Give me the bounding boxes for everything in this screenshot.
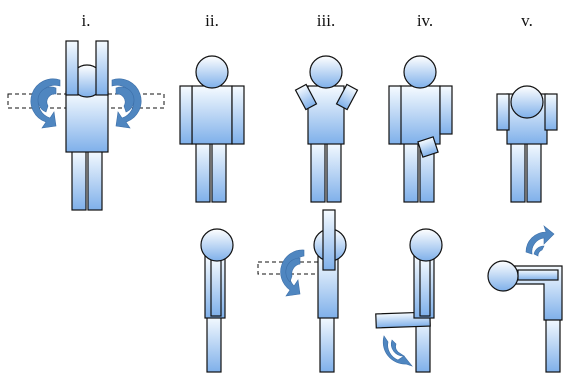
figure-i-arms-raised-rotation [7,40,165,211]
figure-iii-front-shoulders [294,55,359,203]
torso [65,91,109,153]
label-ii: ii. [205,11,219,30]
figure-v-front-head-down [496,85,558,203]
head [510,85,544,119]
figure-v-side-bent-forward [487,225,563,373]
arm-left [294,83,318,111]
head [309,55,343,89]
left-leg [326,141,342,203]
right-leg [71,149,87,211]
right-leg [403,141,419,203]
label-iii: iii. [317,11,335,30]
label-i: i. [82,11,91,30]
arm-right [231,85,245,145]
rotation-arrow-icon [111,78,142,129]
arm [419,257,431,317]
torso [399,85,441,145]
head [195,55,229,89]
leg [545,317,561,373]
figure-iv-front-arm-forward [388,55,453,203]
arm-right [544,93,558,131]
figure-iv-side-leg-raised [375,228,443,373]
arm [210,257,222,317]
arm-right [439,85,453,135]
head [409,228,443,262]
figure-iii-side-arm-raised [257,209,347,373]
head [487,260,519,292]
torso [307,85,345,145]
rotation-arrow-icon [382,335,413,367]
left-leg [526,141,542,203]
arm-right [335,83,359,111]
head [200,228,234,262]
arm [517,269,559,281]
raised-arm-left [65,40,79,96]
leg [206,315,222,373]
figure-ii-side-standing [200,228,234,373]
arm-left [179,85,193,145]
leg [319,315,335,373]
head [403,55,437,89]
forearm-forward [417,136,439,158]
rotation-arrow-icon [280,249,305,297]
right-leg [310,141,326,203]
raised-arm [322,209,336,271]
raised-arm-right [95,40,109,96]
label-iv: iv. [417,11,433,30]
rotation-arrow-icon [30,78,61,129]
left-leg [87,149,103,211]
arm-left [496,93,510,131]
torso [191,85,233,145]
label-v: v. [521,11,533,30]
right-leg [195,141,211,203]
right-leg [510,141,526,203]
left-leg [211,141,227,203]
rotation-arrow-icon [525,225,555,257]
figure-ii-front-standing [179,55,245,203]
arm-left [388,85,402,145]
